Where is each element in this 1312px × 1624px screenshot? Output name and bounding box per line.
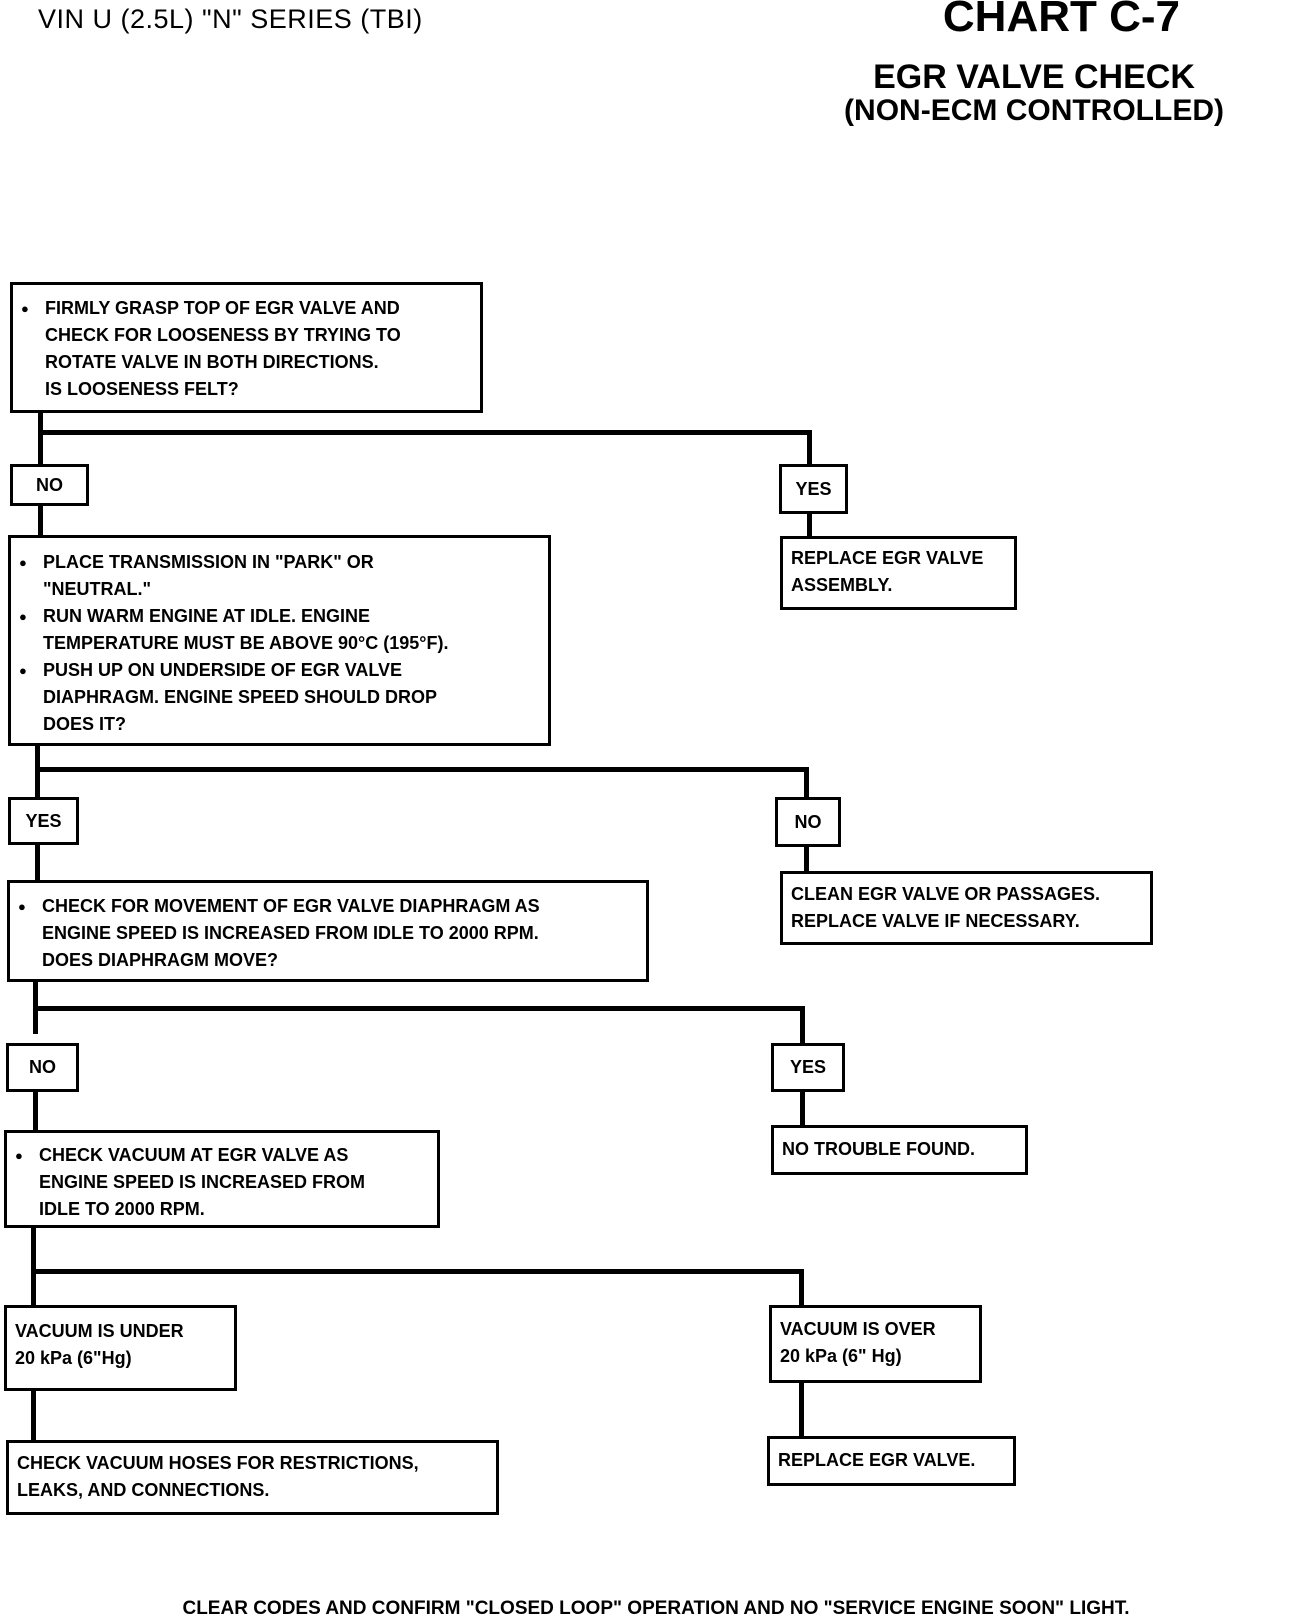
connector [38,505,43,537]
connector [31,1269,804,1274]
connector [800,1006,805,1044]
connector [799,1382,804,1440]
branch2-yes-label: YES [8,797,79,845]
connector [38,413,43,466]
step2-line: "NEUTRAL." [43,579,152,599]
step1-box: FIRMLY GRASP TOP OF EGR VALVE AND CHECK … [10,282,483,413]
step1-bullet: FIRMLY GRASP TOP OF EGR VALVE AND CHECK … [13,295,480,403]
chart-subtitle: (NON-ECM CONTROLLED) [844,94,1224,127]
vacuum-under-line: VACUUM IS UNDER [15,1321,184,1341]
footer-note: CLEAR CODES AND CONFIRM "CLOSED LOOP" OP… [182,1598,1130,1619]
step2-line: PUSH UP ON UNDERSIDE OF EGR VALVE [43,660,403,680]
step2-line: TEMPERATURE MUST BE ABOVE 90°C (195°F). [43,633,449,653]
result4-line: LEAKS, AND CONNECTIONS. [17,1480,270,1500]
connector [33,1090,38,1132]
step2-line: DIAPHRAGM. ENGINE SPEED SHOULD DROP [43,687,438,707]
step2-line: PLACE TRANSMISSION IN "PARK" OR [43,552,374,572]
connector [807,512,812,537]
result4-replace-valve-box: REPLACE EGR VALVE. [767,1436,1016,1486]
branch2-no-label: NO [775,797,841,847]
step1-line: FIRMLY GRASP TOP OF EGR VALVE AND [45,298,400,318]
step3-box: CHECK FOR MOVEMENT OF EGR VALVE DIAPHRAG… [7,880,649,982]
step4-bullet: CHECK VACUUM AT EGR VALVE AS ENGINE SPEE… [7,1142,437,1223]
result1-line: ASSEMBLY. [791,575,893,595]
step2-box: PLACE TRANSMISSION IN "PARK" OR "NEUTRAL… [8,535,551,746]
connector [804,845,809,871]
step1-line: CHECK FOR LOOSENESS BY TRYING TO [45,325,401,345]
result4-check-hoses-box: CHECK VACUUM HOSES FOR RESTRICTIONS, LEA… [6,1440,499,1515]
step1-line: IS LOOSENESS FELT? [45,379,239,399]
connector [31,1226,36,1306]
connector [799,1269,804,1306]
step4-line: IDLE TO 2000 RPM. [39,1199,205,1219]
result2-line: CLEAN EGR VALVE OR PASSAGES. [791,884,1101,904]
connector [31,1390,36,1444]
connector [35,843,40,880]
step4-line: ENGINE SPEED IS INCREASED FROM [39,1172,366,1192]
connector [38,430,812,435]
connector [33,1006,805,1011]
chart-title-block: EGR VALVE CHECK (NON-ECM CONTROLLED) [844,60,1224,128]
engine-header: VIN U (2.5L) "N" SERIES (TBI) [38,4,423,34]
step3-line: CHECK FOR MOVEMENT OF EGR VALVE DIAPHRAG… [42,896,540,916]
step1-line: ROTATE VALVE IN BOTH DIRECTIONS. [45,352,379,372]
connector [35,767,809,772]
step4-line: CHECK VACUUM AT EGR VALVE AS [39,1145,349,1165]
step2-line: RUN WARM ENGINE AT IDLE. ENGINE [43,606,371,626]
connector [807,430,812,466]
chart-id: CHART C-7 [942,0,1180,41]
step2-bullet: PUSH UP ON UNDERSIDE OF EGR VALVE DIAPHR… [11,657,548,738]
result1-replace-valve-box: REPLACE EGR VALVE ASSEMBLY. [780,536,1017,610]
chart-title: EGR VALVE CHECK [873,58,1195,96]
branch3-no-label: NO [6,1043,79,1092]
vacuum-under-box: VACUUM IS UNDER 20 kPa (6"Hg) [4,1305,237,1391]
step2-bullet: PLACE TRANSMISSION IN "PARK" OR "NEUTRAL… [11,549,548,603]
result3-text: NO TROUBLE FOUND. [782,1139,975,1159]
step3-line: ENGINE SPEED IS INCREASED FROM IDLE TO 2… [42,923,539,943]
result2-clean-valve-box: CLEAN EGR VALVE OR PASSAGES. REPLACE VAL… [780,871,1153,945]
result1-line: REPLACE EGR VALVE [791,548,984,568]
vacuum-over-box: VACUUM IS OVER 20 kPa (6" Hg) [769,1305,982,1383]
step3-bullet: CHECK FOR MOVEMENT OF EGR VALVE DIAPHRAG… [10,893,646,974]
result3-no-trouble-box: NO TROUBLE FOUND. [771,1125,1028,1175]
result4-right-text: REPLACE EGR VALVE. [778,1450,976,1470]
branch3-yes-label: YES [771,1043,845,1092]
result4-line: CHECK VACUUM HOSES FOR RESTRICTIONS, [17,1453,419,1473]
step2-bullet: RUN WARM ENGINE AT IDLE. ENGINE TEMPERAT… [11,603,548,657]
branch1-no-label: NO [10,464,89,506]
step4-box: CHECK VACUUM AT EGR VALVE AS ENGINE SPEE… [4,1130,440,1228]
connector [804,767,809,797]
vacuum-over-line: 20 kPa (6" Hg) [780,1346,902,1366]
vacuum-over-line: VACUUM IS OVER [780,1319,936,1339]
result2-line: REPLACE VALVE IF NECESSARY. [791,911,1080,931]
vacuum-under-line: 20 kPa (6"Hg) [15,1348,132,1368]
step2-line: DOES IT? [43,714,127,734]
branch1-yes-label: YES [779,464,848,514]
connector [800,1090,805,1125]
step3-line: DOES DIAPHRAGM MOVE? [42,950,279,970]
